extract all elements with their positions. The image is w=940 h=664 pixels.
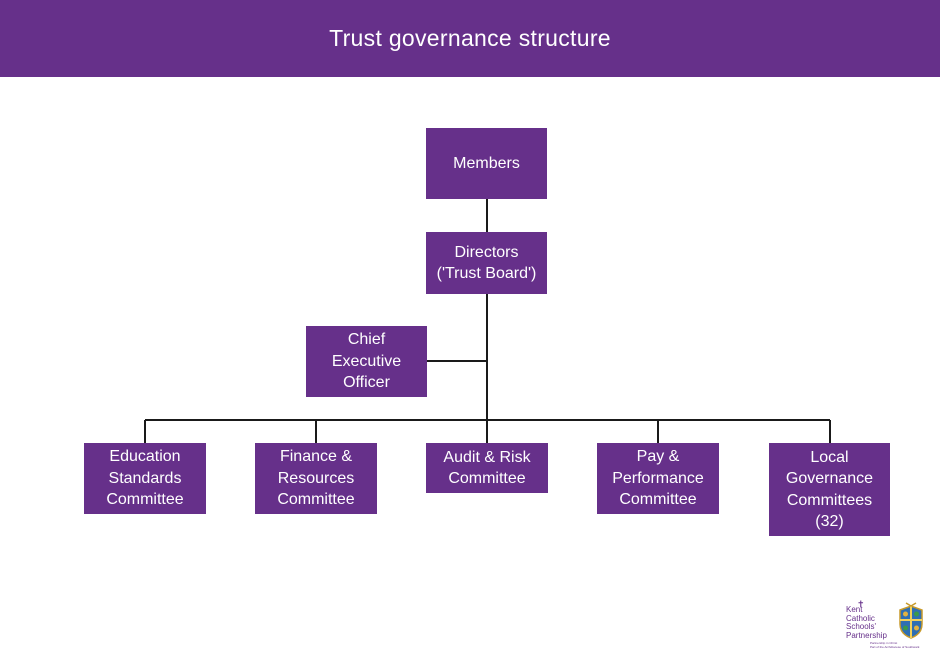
node-education-standards-committee: Education Standards Committee: [84, 443, 206, 514]
node-directors-label: Directors ('Trust Board'): [436, 243, 537, 283]
cross-icon: ✝: [857, 599, 865, 609]
node-pay-performance-committee: Pay & Performance Committee: [597, 443, 719, 514]
node-members-label: Members: [453, 154, 520, 172]
node-local-governance-committees: Local Governance Committees (32): [769, 443, 890, 536]
node-audit-risk-committee: Audit & Risk Committee: [426, 443, 548, 493]
logo-tagline: Partnership in Christ Part of the Archdi…: [870, 641, 920, 649]
node-finance-label: Finance & Resources Committee: [277, 448, 355, 509]
node-local-label: Local Governance Committees (32): [785, 448, 874, 531]
page-title: Trust governance structure: [329, 25, 611, 51]
logo-wordmark: Kent Catholic Schools' Partnership: [846, 605, 887, 640]
node-finance-resources-committee: Finance & Resources Committee: [255, 443, 377, 514]
crest-icon: [899, 602, 923, 639]
kcsp-logo: ✝ Kent Catholic Schools' Partnership Par…: [846, 600, 930, 650]
title-banner: Trust governance structure: [0, 0, 940, 77]
node-members: Members: [426, 128, 547, 199]
node-directors: Directors ('Trust Board'): [426, 232, 547, 294]
node-audit-label: Audit & Risk Committee: [443, 448, 531, 488]
node-chief-executive-officer: Chief Executive Officer: [306, 326, 427, 397]
node-pay-label: Pay & Performance Committee: [612, 448, 704, 509]
node-education-label: Education Standards Committee: [106, 448, 184, 509]
node-ceo-label: Chief Executive Officer: [331, 331, 402, 392]
